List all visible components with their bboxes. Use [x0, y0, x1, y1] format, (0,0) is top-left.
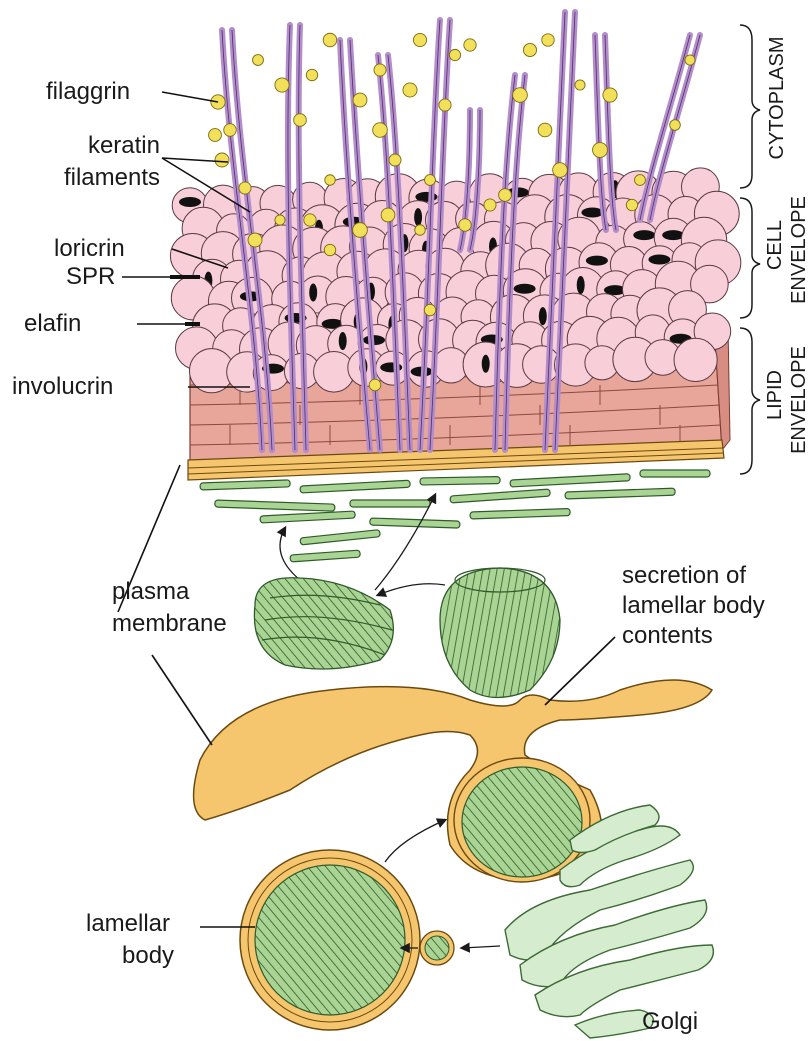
filaggrin-granule — [484, 199, 496, 211]
label-spr: SPR — [66, 263, 115, 291]
spr-elafin-crosslink — [633, 230, 655, 240]
filaggrin-granule — [403, 83, 417, 97]
filaggrin-granule — [523, 43, 536, 56]
filaggrin-granule — [248, 233, 262, 247]
filaggrin-granule — [374, 64, 386, 76]
label-keratin-filaments-line2: filaments — [40, 164, 160, 192]
label-secretion-line2: lamellar body — [622, 592, 765, 620]
filaggrin-granule — [513, 88, 528, 103]
filaggrin-granule — [306, 69, 317, 80]
filaggrin-granule — [449, 49, 460, 60]
lamellar-body-secreting — [440, 568, 560, 698]
spr-elafin-crosslink — [539, 307, 547, 325]
label-plasma-membrane-line1: plasma — [112, 578, 189, 606]
filaggrin-granule — [685, 55, 695, 65]
side-label-cell-envelope-line2: ENVELOPE — [788, 190, 810, 310]
spr-elafin-crosslink — [339, 332, 347, 350]
filaggrin-granule — [635, 175, 646, 186]
filaggrin-granule — [603, 88, 617, 102]
spr-elafin-crosslink — [586, 256, 608, 266]
side-label-cell-envelope-line1: CELL — [764, 190, 786, 300]
filaggrin-granule — [425, 175, 436, 186]
filaggrin-granule — [381, 208, 395, 222]
side-label-cytoplasm: CYTOPLASM — [766, 18, 788, 178]
filaggrin-granule — [294, 114, 307, 127]
filaggrin-granule — [275, 215, 285, 225]
filaggrin-granule — [415, 225, 425, 235]
filaggrin-granule — [353, 223, 368, 238]
filaggrin-granule — [553, 163, 568, 178]
label-keratin-filaments-line1: keratin — [48, 132, 160, 160]
filaggrin-granule — [369, 379, 381, 391]
filaggrin-granule — [324, 244, 335, 255]
filaggrin-granule — [224, 124, 237, 137]
filaggrin-granule — [253, 55, 264, 66]
filaggrin-granule — [575, 80, 585, 90]
filaggrin-granule — [389, 154, 401, 166]
side-brackets — [740, 25, 760, 474]
loricrin-globule — [674, 338, 717, 381]
label-lamellar-body-line2: body — [122, 942, 174, 970]
spr-elafin-crosslink — [648, 255, 670, 265]
side-label-lipid-envelope-line1: LIPID — [764, 335, 786, 455]
side-label-lipid-envelope-line2: ENVELOPE — [788, 335, 810, 465]
label-plasma-membrane-line2: membrane — [112, 610, 227, 638]
filaggrin-granule — [626, 199, 637, 210]
spr-elafin-crosslink — [514, 284, 536, 294]
label-filaggrin: filaggrin — [46, 78, 130, 106]
spr-elafin-crosslink — [309, 284, 317, 302]
label-golgi: Golgi — [642, 1008, 698, 1036]
label-involucrin: involucrin — [12, 373, 113, 401]
filaggrin-granule — [413, 33, 426, 46]
lamellar-body-small — [420, 931, 454, 965]
lamellar-body-large — [240, 850, 420, 1030]
filaggrin-granule — [459, 219, 471, 231]
filaggrin-granule — [424, 304, 435, 315]
filaggrin-granule — [670, 120, 681, 131]
spr-elafin-crosslink — [414, 208, 422, 226]
filaggrin-granule — [304, 214, 316, 226]
spr-elafin-crosslink — [482, 355, 490, 373]
lipid-lamellae-fragments — [200, 470, 710, 562]
filaggrin-granule — [325, 175, 335, 185]
filaggrin-granule — [464, 39, 476, 51]
filaggrin-granule — [239, 182, 251, 194]
filaggrin-granule — [542, 34, 554, 46]
filaggrin-granule — [538, 123, 552, 137]
label-loricrin: loricrin — [54, 235, 125, 263]
label-lamellar-body-line1: lamellar — [86, 910, 170, 938]
filaggrin-granule — [215, 153, 229, 167]
filaggrin-granule — [373, 123, 388, 138]
filaggrin-granule — [275, 78, 289, 92]
filaggrin-granule — [353, 93, 367, 107]
label-secretion-line3: contents — [622, 622, 713, 650]
filaggrin-granule — [499, 189, 512, 202]
label-secretion-line1: secretion of — [622, 562, 746, 590]
spr-elafin-crosslink — [179, 197, 201, 207]
lamellar-body-disintegrating — [254, 578, 393, 669]
filaggrin-granule — [209, 129, 222, 142]
spr-elafin-crosslink — [577, 276, 585, 294]
filaggrin-granule — [593, 143, 608, 158]
label-elafin: elafin — [24, 310, 81, 338]
spr-elafin-crosslink — [581, 208, 603, 218]
filaggrin-granule — [323, 33, 337, 47]
filaggrin-granule — [439, 99, 451, 111]
